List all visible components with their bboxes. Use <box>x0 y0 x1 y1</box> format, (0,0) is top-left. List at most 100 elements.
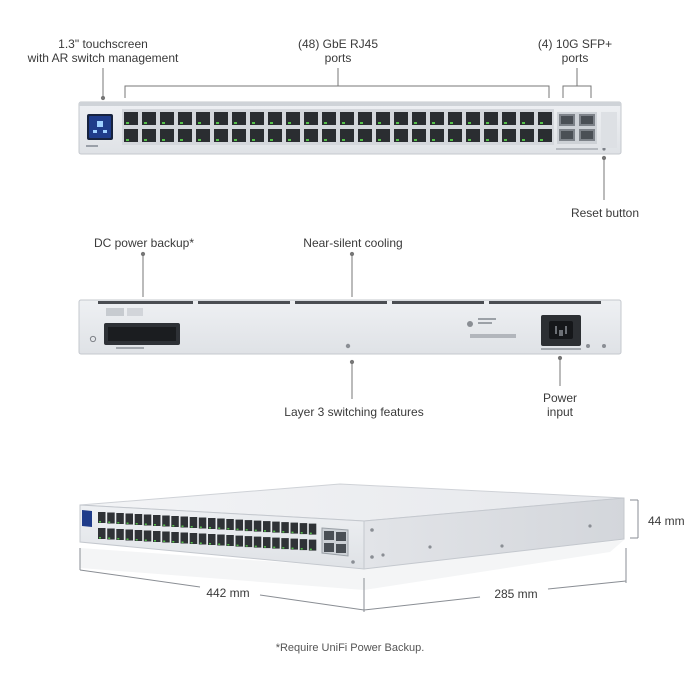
rj45-port <box>196 112 210 125</box>
port-led <box>264 546 266 548</box>
height-dimension-label: 44 mm <box>648 514 685 528</box>
port-led <box>264 530 266 532</box>
rj45-port <box>235 519 243 531</box>
rj45-port <box>502 129 516 142</box>
rj45-port <box>198 517 207 529</box>
rj45-ports-label-line2: ports <box>324 51 352 65</box>
rj45-port <box>98 528 106 539</box>
port-led <box>306 122 309 124</box>
port-led <box>309 548 312 551</box>
rj45-port <box>160 112 174 125</box>
port-led <box>396 139 399 141</box>
rj45-port <box>125 513 133 525</box>
port-led <box>162 139 165 141</box>
rj45-port <box>376 129 390 142</box>
rj45-port <box>272 521 280 533</box>
port-led <box>254 545 257 548</box>
sfp-ports-label-line2: ports <box>561 51 589 65</box>
port-led <box>291 547 294 550</box>
port-led <box>270 139 273 141</box>
port-led <box>270 122 273 124</box>
dc-power-backup-label: DC power backup* <box>93 236 195 250</box>
rj45-port <box>268 129 282 142</box>
ground-screw <box>345 343 351 349</box>
rj45-port <box>304 112 318 125</box>
rj45-port <box>232 129 246 142</box>
rj45-port <box>263 537 271 549</box>
rj45-port <box>430 112 444 125</box>
rj45-port <box>178 112 192 125</box>
rj45-port <box>171 532 179 543</box>
port-led <box>199 526 202 528</box>
port-led <box>522 122 525 124</box>
rj45-port <box>124 112 138 125</box>
port-led <box>309 532 312 535</box>
port-led <box>172 541 175 543</box>
rj45-port-array <box>122 109 554 145</box>
rj45-port <box>217 518 225 530</box>
port-led <box>198 122 201 124</box>
rj45-port <box>196 129 210 142</box>
rj45-port <box>448 112 462 125</box>
rj45-port <box>217 534 225 546</box>
rj45-port <box>308 523 317 535</box>
port-led <box>163 540 166 542</box>
reset-button <box>602 147 606 151</box>
rj45-port <box>244 520 253 532</box>
rj45-port <box>304 129 318 142</box>
port-led <box>360 122 363 124</box>
switch-rear-panel <box>78 299 622 355</box>
rj45-port <box>281 522 289 534</box>
layer3-switching-label: Layer 3 switching features <box>284 405 424 419</box>
rj45-port <box>412 129 426 142</box>
dc-power-connector <box>89 308 180 349</box>
port-led <box>504 139 507 141</box>
rj45-port <box>208 534 216 545</box>
rj45-port <box>178 129 192 142</box>
rj45-port-group <box>446 109 554 145</box>
port-led <box>236 544 239 547</box>
port-led <box>190 542 193 544</box>
touchscreen-label: 1.3" touchscreen with AR switch manageme… <box>18 37 188 65</box>
rj45-port <box>299 523 308 535</box>
port-led <box>135 539 138 541</box>
rj45-port <box>107 528 115 540</box>
port-led <box>135 523 138 525</box>
port-led <box>288 139 291 141</box>
rj45-port <box>226 519 234 530</box>
port-led <box>236 528 239 531</box>
port-led <box>378 139 381 141</box>
switch-front-panel <box>78 101 622 155</box>
port-led <box>117 538 120 540</box>
port-led <box>324 139 327 141</box>
port-led <box>199 542 202 544</box>
depth-dimension-label: 285 mm <box>494 587 538 601</box>
port-led <box>218 543 221 545</box>
rj45-port <box>142 129 156 142</box>
port-led <box>117 522 120 524</box>
rj45-port <box>281 538 289 550</box>
rj45-port <box>394 129 408 142</box>
rj45-port <box>358 129 372 142</box>
port-led <box>288 122 291 124</box>
port-led <box>252 139 255 141</box>
port-led <box>144 122 147 124</box>
rj45-port <box>235 535 243 547</box>
port-led <box>468 122 471 124</box>
rj45-port <box>322 129 336 142</box>
port-led <box>234 122 237 124</box>
port-led <box>126 538 129 540</box>
rj45-port <box>253 536 262 548</box>
rj45-port <box>272 537 280 549</box>
rj45-port <box>250 112 264 125</box>
rj45-port <box>308 539 317 551</box>
port-led <box>432 122 435 124</box>
port-led <box>306 139 309 141</box>
rj45-port <box>180 516 188 528</box>
port-led <box>144 523 147 525</box>
port-led <box>300 548 303 550</box>
rear-callouts <box>140 251 563 399</box>
port-led <box>414 139 417 141</box>
port-led <box>198 139 201 141</box>
rj45-port <box>124 129 138 142</box>
